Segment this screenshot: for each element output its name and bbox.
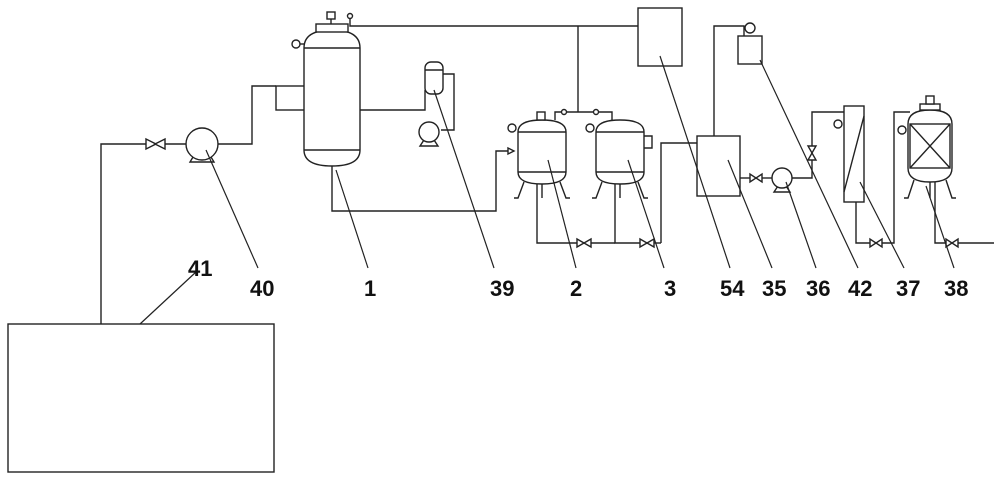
leader-37 (859, 181, 905, 269)
label-38: 38 (944, 276, 968, 301)
label-36: 36 (806, 276, 830, 301)
pipe-tank2-to-tank3 (536, 184, 615, 249)
leader-40 (205, 149, 259, 269)
pipe-tank41-to-pump40 (100, 143, 186, 324)
pump-40 (185, 127, 219, 163)
pressure-gauge-icon (291, 39, 304, 49)
label-35: 35 (762, 276, 786, 301)
label-2: 2 (570, 276, 582, 301)
label-40: 40 (250, 276, 274, 301)
tank-2 (514, 111, 570, 199)
separator-35 (696, 25, 745, 197)
tank-42 (737, 22, 763, 65)
leader-36 (785, 181, 817, 269)
leader-38 (925, 185, 955, 269)
safety-valve-icon (346, 12, 354, 24)
pipe-tank3-to-separator35 (614, 142, 697, 249)
leader-lines (139, 55, 955, 325)
leader-39 (433, 89, 495, 269)
vessel-1 (303, 11, 361, 167)
leader-41 (139, 271, 197, 325)
tank-39 (424, 61, 455, 131)
pipe-separator35-to-pump36 (740, 172, 772, 184)
leader-42 (759, 59, 859, 269)
leader-3 (627, 159, 665, 269)
leader-35 (727, 159, 773, 269)
tank-3 (592, 119, 653, 199)
pressure-gauge-icon (897, 125, 907, 135)
pipe-pump40-to-vessel1 (218, 85, 306, 145)
label-1: 1 (364, 276, 376, 301)
component-labels: 41 40 1 39 2 3 54 35 36 42 37 38 (188, 256, 968, 301)
pipe-pump36-to-column37 (792, 111, 844, 179)
pipe-column37-to-tank38 (855, 111, 910, 249)
tank-38 (904, 95, 956, 199)
pump-36 (771, 167, 793, 193)
column-37 (843, 105, 865, 203)
label-41: 41 (188, 256, 212, 281)
label-39: 39 (490, 276, 514, 301)
label-54: 54 (720, 276, 745, 301)
pipe-vessel1-to-tank2 (331, 146, 516, 212)
overhead-vapor-line (349, 24, 638, 112)
pump-39 (418, 121, 440, 147)
storage-tank-41 (7, 323, 275, 473)
label-3: 3 (664, 276, 676, 301)
header-branch-tanks-2-3 (554, 108, 613, 120)
leader-2 (547, 159, 577, 269)
leader-1 (335, 169, 369, 269)
label-37: 37 (896, 276, 920, 301)
label-42: 42 (848, 276, 872, 301)
pressure-gauge-icon (833, 119, 843, 129)
leader-54 (659, 55, 731, 269)
valve-icon (145, 137, 166, 151)
pressure-gauge-icon (507, 123, 517, 133)
pipe-vessel1-to-tank39 (360, 90, 426, 111)
pressure-gauge-icon (585, 123, 595, 133)
